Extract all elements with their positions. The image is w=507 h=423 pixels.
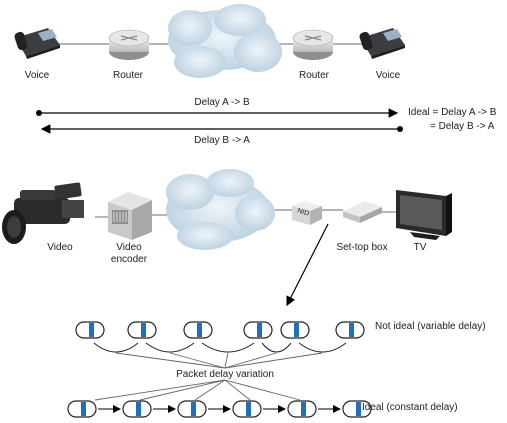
pdv-pointer-line [224, 379, 251, 401]
packet-icon [335, 321, 365, 339]
pdv-pointer-line [194, 379, 226, 401]
packet-icon [342, 400, 372, 418]
ideal-equation-line1: Ideal = Delay A -> B [408, 107, 497, 118]
delay-ba-label: Delay B -> A [194, 135, 250, 146]
router-icon [108, 29, 150, 60]
packet-icon [177, 400, 207, 418]
encoder-label-line2: encoder [110, 254, 148, 265]
bracket-curve [201, 342, 255, 353]
packet-icon [127, 321, 157, 339]
packet-icon [232, 400, 262, 418]
encoder-icon [108, 192, 152, 240]
variable-delay-packets [75, 321, 365, 339]
variable-delay-brackets [93, 342, 347, 353]
settop-label: Set-top box [336, 242, 388, 253]
pdv-pointer-line [115, 352, 226, 369]
tv-label: TV [413, 242, 427, 253]
packet-icon [183, 321, 213, 339]
zoom-arrow [286, 223, 329, 307]
cloud-top [168, 4, 282, 78]
pdv-pointer-lines [94, 352, 323, 401]
packet-icon [243, 321, 273, 339]
packet-icon [122, 400, 152, 418]
pdv-pointer-line [224, 352, 323, 369]
router-icon [292, 29, 334, 60]
cloud-bottom [166, 169, 275, 250]
pdv-pointer-line [224, 352, 229, 369]
router-left-label: Router [112, 70, 144, 81]
packet-icon [280, 321, 310, 339]
encoder-label-line1: Video [116, 242, 142, 253]
packet-icon [67, 400, 97, 418]
bracket-curve [261, 342, 292, 353]
voice-right-label: Voice [375, 70, 401, 81]
tv-icon [396, 190, 452, 240]
bracket-curve [145, 342, 195, 353]
pdv-label: Packet delay variation [176, 369, 274, 380]
packet-icon [75, 321, 105, 339]
pdv-pointer-line [94, 379, 226, 401]
bracket-curve [298, 342, 347, 353]
pdv-pointer-line [224, 352, 277, 369]
pdv-pointer-line [169, 352, 226, 369]
constant-delay-packets [67, 400, 372, 418]
ideal-equation-line2: = Delay B -> A [430, 121, 495, 132]
pdv-pointer-line [224, 379, 301, 401]
nid-icon [292, 201, 322, 225]
bracket-curve [93, 342, 139, 353]
pdv-pointer-line [139, 379, 226, 401]
voice-left-label: Voice [24, 70, 50, 81]
router-right-label: Router [298, 70, 330, 81]
not-ideal-label: Not ideal (variable delay) [375, 321, 486, 332]
video-camera-icon [2, 182, 84, 244]
settop-box-icon [343, 201, 382, 223]
ip-phone-icon [14, 28, 60, 59]
video-label: Video [47, 242, 73, 253]
packet-icon [287, 400, 317, 418]
delay-ab-label: Delay A -> B [194, 97, 250, 108]
ideal-constant-label: Ideal (constant delay) [362, 402, 458, 413]
ip-phone-icon [359, 28, 405, 59]
